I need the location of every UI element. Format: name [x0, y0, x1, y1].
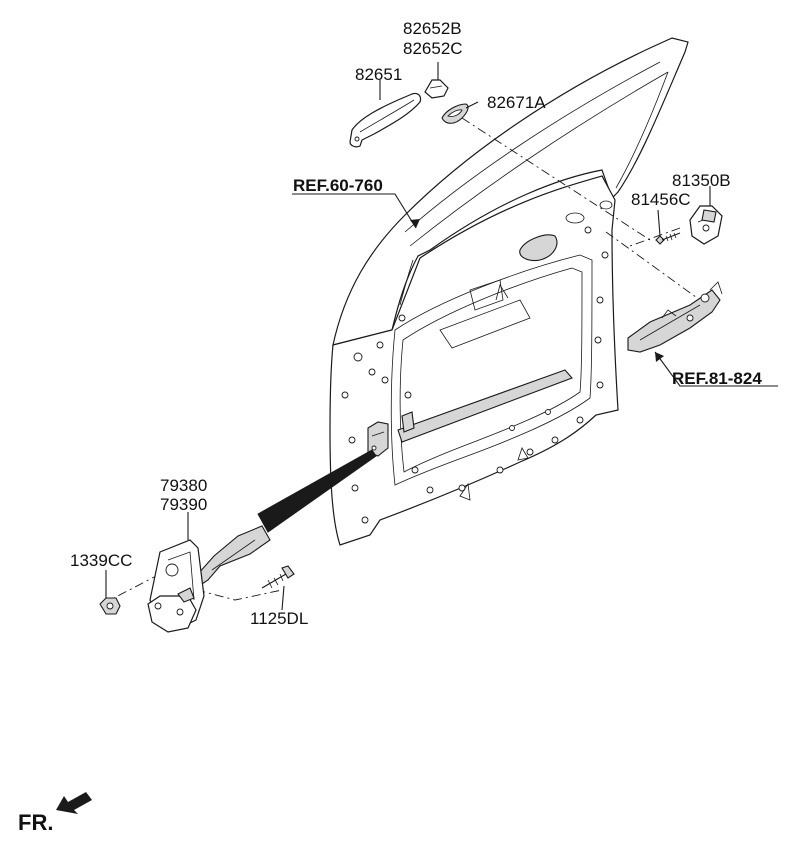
- handle-pocket: [519, 234, 558, 262]
- impact-beam: [397, 369, 573, 443]
- label-82671a: 82671A: [487, 93, 546, 112]
- fr-label: FR.: [18, 810, 53, 835]
- label-1339cc: 1339CC: [70, 551, 132, 570]
- fr-arrow-icon: [56, 792, 92, 814]
- part-labels: 82652B 82652C 82651 82671A REF.60-760 81…: [70, 19, 762, 628]
- handle-cap-82652: [424, 79, 449, 99]
- label-ref-81-824: REF.81-824: [672, 369, 762, 388]
- label-81456c: 81456C: [631, 190, 691, 209]
- label-81350b: 81350B: [672, 171, 731, 190]
- nut-1339cc: [99, 597, 121, 615]
- label-79390: 79390: [160, 495, 207, 514]
- outside-handle-82651: [349, 92, 422, 148]
- door-inner-panel: [329, 175, 619, 546]
- front-door-panel: [329, 37, 689, 546]
- location-wedge: [257, 449, 377, 533]
- door-latch-assembly: [627, 281, 723, 353]
- label-1125dl: 1125DL: [250, 609, 308, 628]
- label-82651: 82651: [355, 65, 402, 84]
- handle-gasket-82671a: [441, 103, 469, 124]
- label-ref-60-760: REF.60-760: [293, 176, 383, 195]
- label-82652b: 82652B: [403, 19, 462, 38]
- striker-81350b: [689, 205, 723, 245]
- bolt-81456c: [655, 232, 681, 245]
- bolt-1125dl: [261, 565, 295, 589]
- leader-lines: [105, 62, 778, 611]
- label-82652c: 82652C: [403, 39, 463, 58]
- window-frame: [332, 37, 689, 346]
- door-holes: [341, 226, 609, 524]
- label-79380: 79380: [160, 476, 207, 495]
- door-checker-79380: [147, 525, 271, 633]
- front-direction-marker: FR.: [18, 792, 92, 835]
